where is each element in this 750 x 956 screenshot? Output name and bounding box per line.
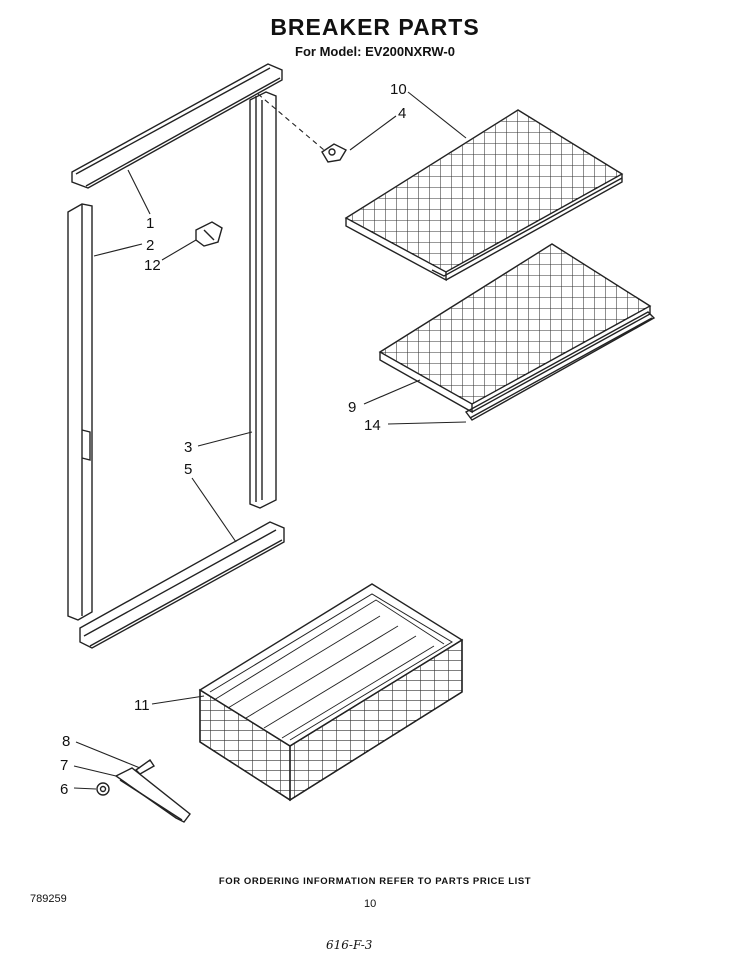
right-breaker-strip bbox=[249, 91, 277, 509]
hinge-assembly bbox=[96, 759, 191, 823]
clip-part-4 bbox=[321, 143, 347, 163]
callout-8: 8 bbox=[62, 733, 70, 750]
document-number: 789259 bbox=[30, 893, 67, 905]
model-number: EV200NXRW-0 bbox=[365, 44, 455, 59]
leader-7 bbox=[73, 765, 117, 777]
callout-11: 11 bbox=[134, 697, 150, 714]
callout-7: 7 bbox=[60, 757, 68, 774]
ordering-note: FOR ORDERING INFORMATION REFER TO PARTS … bbox=[218, 876, 532, 887]
lower-wire-shelf bbox=[378, 243, 652, 414]
leader-10 bbox=[407, 91, 467, 139]
callout-14: 14 bbox=[364, 417, 381, 434]
wire-basket bbox=[198, 583, 464, 802]
page-number: 10 bbox=[364, 898, 377, 910]
leader-9 bbox=[363, 379, 421, 405]
leader-12 bbox=[161, 239, 197, 261]
leader-11 bbox=[151, 695, 205, 705]
callout-6: 6 bbox=[60, 781, 68, 798]
leader-3 bbox=[197, 431, 253, 447]
leader-8 bbox=[75, 741, 141, 769]
bottom-breaker-strip bbox=[79, 521, 285, 649]
leader-4 bbox=[349, 115, 397, 151]
upper-wire-shelf bbox=[344, 109, 624, 282]
leader-14 bbox=[387, 421, 467, 425]
leader-5 bbox=[191, 477, 237, 543]
page-title: BREAKER PARTS bbox=[270, 14, 480, 40]
handwritten-note: 616-F-3 bbox=[326, 938, 373, 952]
model-line: For Model: EV200NXRW-0 bbox=[0, 44, 750, 59]
callout-2: 2 bbox=[146, 237, 154, 254]
callout-1: 1 bbox=[146, 215, 154, 232]
shelf-front-trim bbox=[464, 311, 656, 421]
leader-4b bbox=[257, 93, 325, 151]
callout-3: 3 bbox=[184, 439, 192, 456]
leader-2 bbox=[93, 243, 143, 257]
callout-9: 9 bbox=[348, 399, 356, 416]
callout-4: 4 bbox=[398, 105, 406, 122]
leader-6 bbox=[73, 787, 97, 790]
top-breaker-strip bbox=[71, 63, 283, 189]
callout-5: 5 bbox=[184, 461, 192, 478]
leader-1 bbox=[127, 169, 151, 215]
model-label: For Model: bbox=[295, 44, 362, 59]
callout-12: 12 bbox=[144, 257, 161, 274]
left-breaker-strip bbox=[67, 203, 93, 621]
callout-10: 10 bbox=[390, 81, 407, 98]
bracket-part-12 bbox=[195, 221, 223, 247]
